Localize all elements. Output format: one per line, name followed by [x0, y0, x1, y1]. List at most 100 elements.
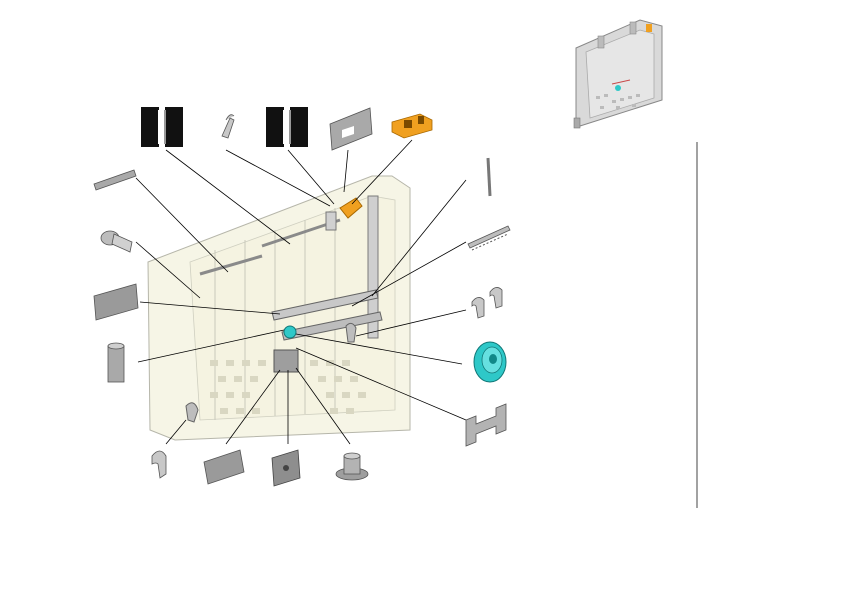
thin-rod-part: [486, 157, 492, 197]
leader-line: [139, 301, 281, 315]
frame-installed-clip-small: [345, 322, 357, 343]
leader-line: [225, 149, 331, 207]
thumbnail-slot: [620, 98, 624, 101]
black-seal-strip-left-part: [141, 107, 183, 147]
frame-slot: [326, 392, 334, 398]
leader-line: [351, 241, 467, 307]
screw-shaft: [111, 233, 133, 253]
frame-slot: [226, 392, 234, 398]
frame-slot: [310, 360, 318, 366]
assembled-panel-thumbnail: [573, 19, 663, 129]
thumbnail-bottom-foot: [573, 117, 581, 129]
actuator-slot: [404, 120, 412, 128]
frame-slot: [326, 360, 334, 366]
thumbnail-top-tabs: [629, 21, 637, 35]
gear-wheel-hub: [489, 354, 497, 364]
leader-line: [135, 177, 229, 273]
leader-line: [371, 179, 467, 297]
hook-clip-body: [489, 287, 503, 309]
frame-slot: [334, 376, 342, 382]
leader-line: [355, 309, 467, 337]
frame-slot: [252, 408, 260, 414]
frame-slot: [346, 408, 354, 414]
frame-shaft-lower: [281, 311, 383, 341]
hook-clip-body: [471, 297, 485, 319]
leader-line: [351, 139, 413, 205]
leader-line: [295, 347, 467, 421]
frame-installed-mount: [273, 349, 299, 373]
frame-slot: [318, 376, 326, 382]
rubber-strip-top-left-part: [93, 169, 137, 191]
frame-slot: [242, 360, 250, 366]
main-frame-assembly: [147, 175, 411, 441]
seal-strip-left-bar: [266, 107, 284, 147]
thumbnail-slot: [636, 94, 640, 97]
thumbnail-red-rod: [611, 79, 631, 85]
rubber-strip-body: [93, 169, 137, 191]
black-seal-strip-right-part: [266, 107, 308, 147]
hex-screw-part: [100, 230, 133, 253]
frame-slot: [234, 376, 242, 382]
spring-clip-body: [221, 114, 235, 139]
thumbnail-slot: [632, 104, 636, 107]
frame-installed-clip: [325, 211, 337, 231]
h-bracket-body: [465, 403, 507, 447]
frame-slot: [226, 360, 234, 366]
frame-installed-actuator: [339, 197, 363, 219]
actuator-slot: [418, 116, 424, 124]
rack-bar-part: [467, 225, 511, 251]
knob-part: [335, 452, 369, 481]
seal-strip-groove: [283, 110, 286, 144]
frame-slot: [210, 360, 218, 366]
leader-line: [295, 333, 463, 365]
mount-plate-hole: [283, 465, 289, 471]
seal-strip-groove: [164, 110, 166, 144]
hook-clip-right-a-part: [471, 297, 485, 319]
frame-slot: [342, 392, 350, 398]
leader-line: [165, 419, 187, 445]
thumbnail-slot-grid: [596, 94, 640, 109]
thumbnail-top-tabs: [597, 35, 605, 49]
rack-bar-teeth: [471, 233, 509, 251]
frame-shaft-upper: [271, 289, 379, 321]
thin-rod-body: [486, 157, 492, 197]
spring-clip-top-part: [221, 114, 235, 139]
frame-slot: [242, 392, 250, 398]
thumbnail-slot: [612, 100, 616, 103]
frame-right-rail: [367, 195, 379, 339]
flat-pad-left-part: [93, 283, 139, 321]
leader-line: [165, 149, 291, 245]
frame-slot: [236, 408, 244, 414]
cylinder-body: [107, 345, 125, 383]
frame-installed-strip-lower: [199, 254, 263, 276]
frame-slot: [210, 392, 218, 398]
frame-slot: [250, 376, 258, 382]
thumbnail-cyan-hub: [615, 85, 621, 91]
rack-bar-body: [467, 225, 511, 249]
cyan-gear-wheel-part: [473, 341, 507, 383]
leader-line: [135, 241, 201, 299]
frame-slot: [220, 408, 228, 414]
thumbnail-slot: [604, 94, 608, 97]
frame-slot-grid: [210, 360, 366, 414]
hook-clip-body: [151, 450, 167, 479]
seal-strip-right-bar: [290, 107, 308, 147]
seal-strip-groove: [158, 110, 161, 144]
leader-line: [287, 149, 335, 205]
leader-lines: [135, 139, 467, 445]
flat-pad-bottom-part: [203, 449, 245, 485]
frame-slot: [258, 360, 266, 366]
orange-actuator-part: [391, 113, 433, 139]
cylinder-spacer-part: [107, 342, 125, 383]
frame-installed-hub: [283, 325, 297, 339]
h-bracket-part: [465, 403, 507, 447]
flat-pad-body: [203, 449, 245, 485]
seal-strip-groove: [289, 110, 291, 144]
hook-clip-bottom-left-part: [151, 450, 167, 479]
thumbnail-slot: [600, 106, 604, 109]
seal-strip-right-bar: [165, 107, 183, 147]
thumbnail-slot: [628, 96, 632, 99]
flat-plate-top-part: [329, 107, 373, 151]
leader-line: [343, 149, 349, 193]
